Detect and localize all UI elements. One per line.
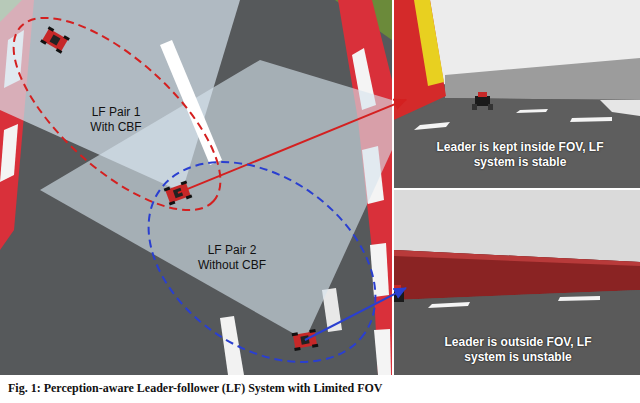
robot-car: [40, 26, 70, 54]
camera-view-unstable-part: [394, 285, 401, 290]
view-arrow: [305, 288, 406, 340]
robot-car-part: [63, 35, 70, 41]
camera-view-stable-part: [516, 109, 548, 113]
robot-car-part: [40, 39, 47, 45]
dashed-ellipse: LF Pair 2 Without CBF: [149, 162, 375, 362]
camera-view-stable-part: [472, 104, 477, 110]
robot-car-part: [309, 329, 315, 333]
robot-car-part: [173, 188, 183, 198]
robot-car-part: [181, 180, 188, 185]
camera-view-stable-part: [488, 104, 493, 110]
inset-label: Leader is outside FOV, LF system is unst…: [440, 335, 596, 365]
camera-view-stable-part: [414, 0, 444, 86]
fov-cone: [0, 0, 392, 340]
robot-car-part: [42, 28, 68, 51]
camera-view-unstable-part: [394, 190, 640, 262]
white-bar: [160, 40, 222, 165]
camera-view-stable-part: [414, 122, 450, 130]
camera-view-unstable-part: [394, 250, 640, 266]
robot-car-part: [294, 347, 300, 351]
robot-car-part: [165, 183, 190, 204]
camera-view-stable-part: [570, 117, 612, 122]
dashed-ellipse-line: [111, 121, 413, 403]
camera-view-stable-part: [478, 92, 487, 97]
camera-view-stable-part: [600, 100, 640, 116]
robot-car-part: [312, 344, 318, 348]
pair-label: LF Pair 2 Without CBF: [192, 243, 272, 273]
inset-label: Leader is kept inside FOV, LF system is …: [432, 140, 608, 170]
track-view-part: [0, 124, 18, 182]
camera-view-unstable-part: [394, 190, 640, 375]
white-bar-part: [160, 40, 222, 165]
dashed-ellipse: LF Pair 1 With CBF: [14, 18, 220, 210]
robot-car-part: [56, 48, 63, 54]
track-view-part: [370, 243, 389, 297]
robot-car-part: [50, 35, 61, 46]
robot-car-part: [48, 26, 55, 32]
track-view-part: [220, 316, 244, 375]
robot-car-part: [169, 201, 176, 206]
camera-inset: Leader is outside FOV, LF system is unst…: [394, 190, 640, 375]
robot-car-part: [164, 187, 171, 192]
camera-view-stable-part: [445, 58, 640, 100]
camera-inset: Leader is kept inside FOV, LF system is …: [394, 0, 640, 188]
camera-view-stable-part: [394, 98, 640, 188]
camera-view-stable-part: [475, 96, 490, 106]
fov-cone-part: [40, 60, 392, 340]
robot-car-part: [186, 195, 193, 200]
dashed-ellipse-line: [0, 0, 250, 242]
camera-view-stable-part: [394, 0, 640, 188]
track-view-part: [374, 329, 391, 375]
camera-view-unstable-part: [428, 302, 470, 308]
camera-view-unstable-part: [394, 290, 640, 375]
camera-view-unstable: [394, 190, 640, 375]
robot-car: [164, 180, 193, 205]
camera-view-stable: [394, 0, 640, 188]
figure-caption: Fig. 1: Perception-aware Leader-follower…: [8, 381, 382, 395]
camera-view-unstable-part: [558, 296, 600, 301]
pair-label: LF Pair 1 With CBF: [80, 105, 152, 135]
robot-car-part: [292, 332, 298, 336]
